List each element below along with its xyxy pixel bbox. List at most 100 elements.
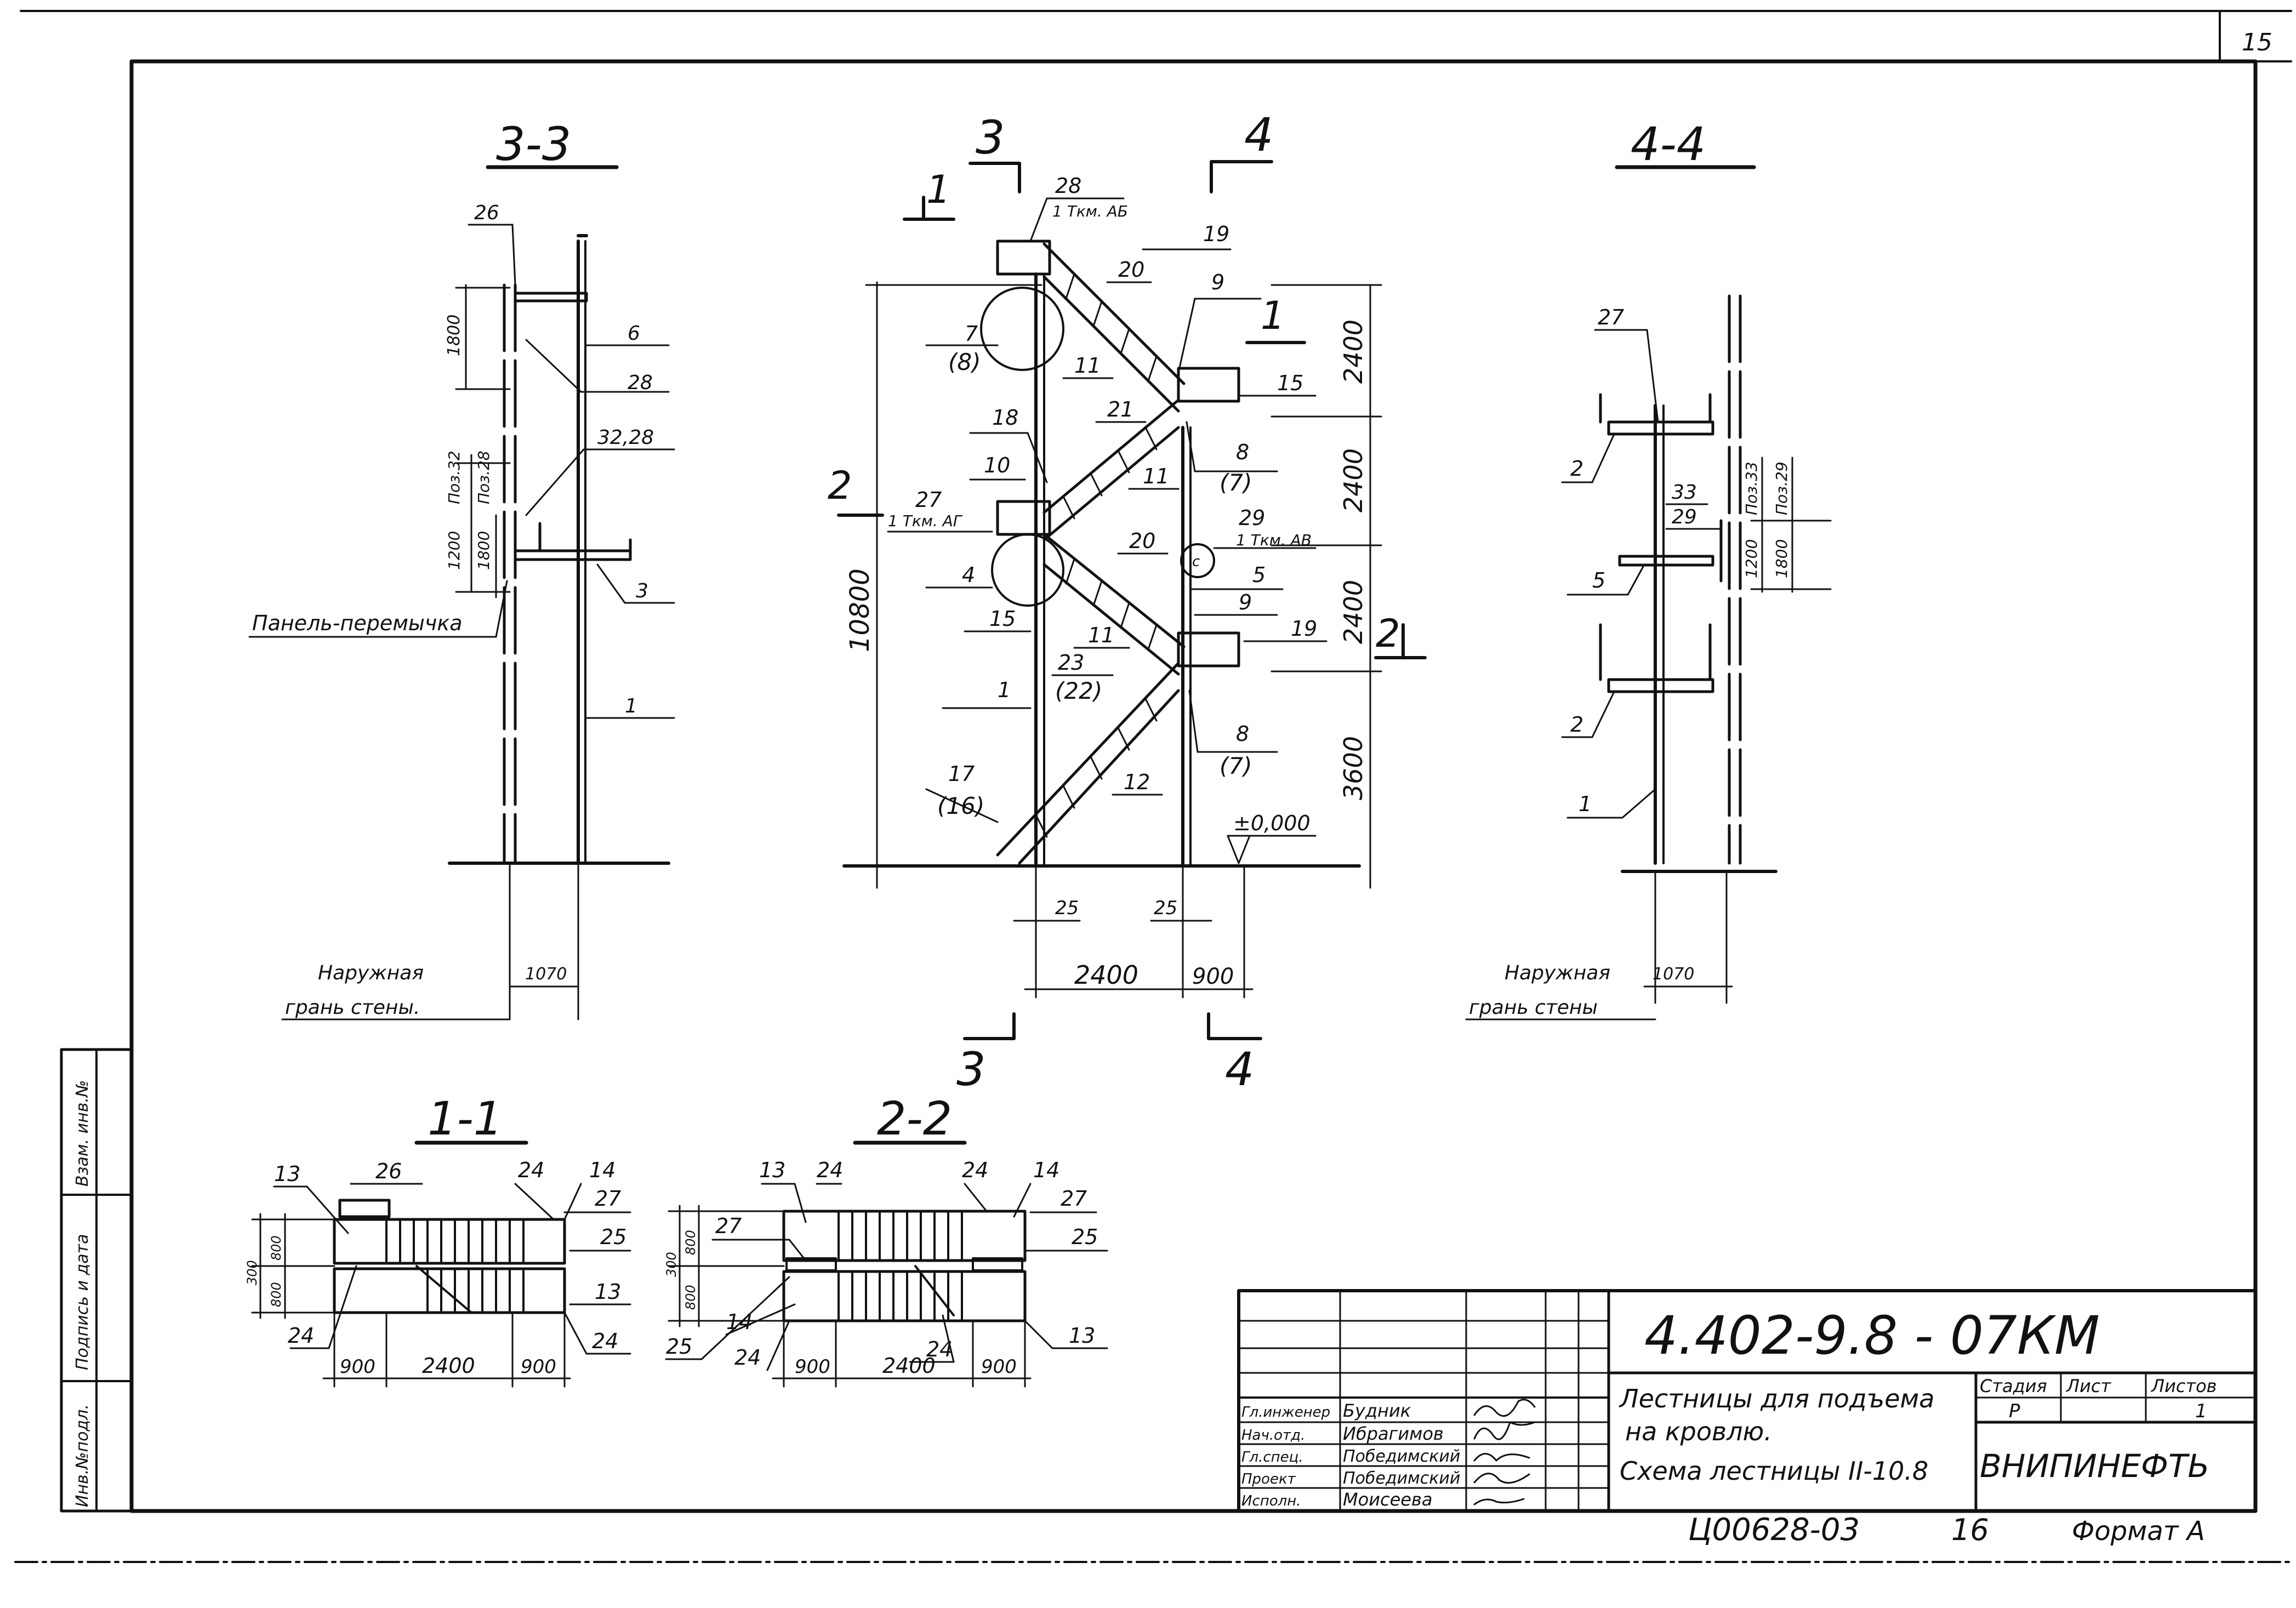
dim-25a: 25 (1055, 897, 1079, 919)
v11-callout-13a: 13 (274, 1162, 300, 1186)
callout-20a: 20 (1118, 258, 1144, 282)
v11-callout-25: 25 (600, 1225, 626, 1249)
callout-12: 12 (1124, 770, 1150, 794)
v22-callout-14b: 14 (726, 1310, 753, 1334)
v22-callout-24c: 24 (734, 1345, 761, 1370)
v44-pos33: Поз.33 (1742, 461, 1761, 515)
v44-callout-29: 29 (1672, 506, 1697, 528)
callout-17: 17 (948, 762, 975, 786)
v44-dim-1200: 1200 (1742, 539, 1761, 578)
dim-25b: 25 (1154, 897, 1177, 919)
v33-panel-label: Панель-перемычка (252, 611, 463, 635)
signer-role-5: Исполн. (1241, 1493, 1301, 1509)
callout-21: 21 (1107, 397, 1133, 421)
v22-callout-24a: 24 (817, 1158, 843, 1182)
v11-callout-24c: 24 (592, 1329, 618, 1353)
dim-900: 900 (1192, 964, 1234, 989)
archive-sheet: 16 (1951, 1513, 1989, 1547)
v33-callout-3: 3 (636, 580, 648, 602)
v44-wall-label-1: Наружная (1505, 962, 1610, 984)
callout-23-sub: (22) (1055, 677, 1102, 704)
v22-dim-900b: 900 (981, 1356, 1017, 1378)
v33-dim-1800a: 1800 (445, 315, 464, 356)
signer-role-3: Гл.спец. (1241, 1449, 1303, 1466)
dim-2400: 2400 (1074, 960, 1138, 990)
v44-callout-5: 5 (1592, 568, 1605, 592)
stamp-label-replace: Взам. инв.№ (73, 1080, 92, 1187)
mark-1-left: 1 (926, 167, 951, 212)
organization: ВНИПИНЕФТЬ (1980, 1447, 2209, 1485)
v44-callout-2a: 2 (1570, 457, 1583, 481)
signer-name-2: Ибрагимов (1343, 1423, 1444, 1444)
callout-15a: 15 (1277, 371, 1303, 395)
stamp-label-inv: Инв.№подл. (73, 1404, 92, 1507)
v44-callout-2b: 2 (1570, 712, 1583, 737)
signer-role-4: Проект (1241, 1471, 1296, 1487)
signer-name-1: Будник (1343, 1400, 1411, 1421)
view-2-2-title: 2-2 (877, 1092, 952, 1145)
callout-1: 1 (998, 678, 1011, 702)
callout-27: 27 (915, 488, 942, 512)
v11-callout-24b: 24 (288, 1324, 314, 1348)
callout-4: 4 (962, 563, 975, 587)
signer-name-4: Победимский (1343, 1469, 1460, 1488)
callout-27-sub: 1 Ткм. АГ (888, 512, 963, 530)
mark-3-top: 3 (976, 111, 1005, 164)
v44-callout-27: 27 (1598, 305, 1624, 329)
v33-callout-28: 28 (628, 372, 653, 394)
title-block: 4.402-9.8 - 07КМ Лестницы для подъема на… (1237, 1289, 2257, 1513)
v44-pos29: Поз.29 (1773, 461, 1791, 515)
v11-dim-800a: 800 (269, 1235, 284, 1261)
callout-18: 18 (992, 406, 1018, 430)
v11-callout-24a: 24 (518, 1158, 544, 1182)
callout-7: 7 (965, 322, 978, 346)
left-stamp: Инв.№подл. Подпись и дата Взам. инв.№ (60, 1048, 133, 1513)
view-4-4: 4-4 1200 1800 Поз.33 Поз.29 27 2 33 29 (1465, 117, 1832, 1020)
v44-wall-label-2: грань стены (1469, 996, 1598, 1019)
signer-name-3: Победимский (1343, 1447, 1460, 1466)
v22-dim-800b: 800 (683, 1285, 698, 1310)
v22-callout-24b: 24 (962, 1158, 988, 1182)
callout-8a: 8 (1236, 440, 1249, 464)
header-sheets: Листов (2151, 1376, 2217, 1396)
v22-callout-25a: 25 (1072, 1225, 1098, 1249)
v22-callout-27b: 27 (1061, 1187, 1087, 1211)
callout-15b: 15 (989, 607, 1016, 631)
v33-dim-1200: 1200 (445, 531, 463, 570)
callout-8b: 8 (1236, 722, 1249, 746)
v33-callout-32-28: 32,28 (597, 426, 654, 449)
dim-h4: 3600 (1338, 736, 1368, 800)
v11-dim-900a: 900 (340, 1356, 375, 1378)
callout-29-sub: 1 Ткм. АВ (1236, 531, 1312, 549)
callout-23: 23 (1058, 651, 1084, 675)
v11-callout-27: 27 (595, 1187, 621, 1211)
v44-dim-1800: 1800 (1773, 539, 1791, 578)
callout-29: 29 (1239, 506, 1265, 530)
v22-callout-13b: 13 (1069, 1324, 1095, 1348)
view-1-1-title: 1-1 (428, 1092, 503, 1145)
sheet-code: 4.402-9.8 - 07КМ (1644, 1305, 2100, 1366)
v33-wall-label-1: Наружная (318, 962, 424, 984)
dim-total-10800: 10800 (845, 568, 875, 652)
format-label: Формат А (2072, 1516, 2205, 1547)
title-line-3: Схема лестницы II-10.8 (1620, 1456, 1928, 1486)
signer-name-5: Моисеева (1343, 1489, 1432, 1510)
v33-pos28: Поз.28 (475, 451, 493, 504)
v33-callout-1: 1 (625, 695, 637, 717)
v22-callout-25b: 25 (666, 1335, 692, 1359)
view-2-2: 2-2 300 800 800 900 (664, 1092, 1108, 1388)
callout-28-sub: 1 Ткм. АБ (1052, 202, 1128, 220)
sheets-total: 1 (2195, 1400, 2207, 1422)
v11-callout-26: 26 (375, 1159, 402, 1183)
signer-role-1: Гл.инженер (1241, 1404, 1330, 1421)
mark-4-top: 4 (1244, 108, 1273, 162)
callout-20b: 20 (1129, 529, 1155, 553)
v22-callout-14: 14 (1033, 1158, 1059, 1182)
signatures (1473, 1399, 1536, 1506)
title-line-2: на кровлю. (1625, 1417, 1772, 1446)
callout-19a: 19 (1203, 222, 1229, 246)
callout-11a: 11 (1074, 353, 1101, 378)
v33-dim-1800b: 1800 (475, 531, 493, 570)
dim-h3: 2400 (1338, 580, 1368, 644)
level-mark: ±0,000 (1233, 811, 1311, 835)
